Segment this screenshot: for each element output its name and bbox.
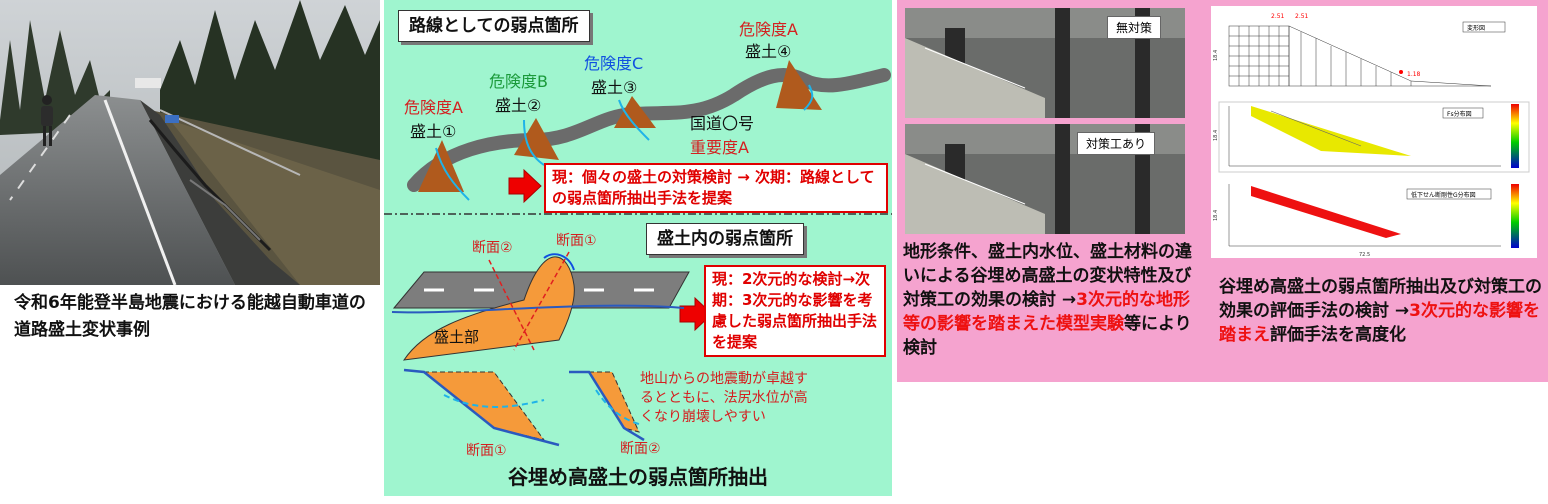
analysis-text-plain: 谷埋め高盛土の弱点箇所抽出及び対策工の効果の評価手法の検討 → [1219, 277, 1542, 321]
model-text-tail: 等により検討 [903, 314, 1192, 358]
analysis-figures: 2.51 2.51 1.18 18.4 変形図 18.4 Fs分布図 18.4 … [1211, 6, 1537, 258]
route-risk-3: 危険度C [584, 54, 644, 73]
route-proposal: 現：個々の盛土の対策検討 → 次期：路線としての弱点箇所抽出手法を提案 [544, 163, 888, 213]
lower-section-2-label: 断面② [620, 441, 661, 457]
road-name: 国道〇号 [690, 114, 755, 133]
analysis-description: 谷埋め高盛土の弱点箇所抽出及び対策工の効果の評価手法の検討 →3次元的な影響を踏… [1219, 275, 1543, 347]
model-description: 地形条件、盛土内水位、盛土材料の違いによる谷埋め高盛土の変状特性及び対策工の効果… [903, 240, 1203, 360]
section-2-shape [588, 371, 640, 433]
tick-18-4-b: 18.4 [1213, 130, 1219, 141]
route-embankment-2: 盛土② [495, 96, 542, 115]
tick-1-18: 1.18 [1407, 71, 1421, 78]
embankment-2-shape [514, 118, 559, 160]
route-embankment-1: 盛土① [410, 122, 457, 141]
road-damage-illustration [0, 0, 380, 285]
analysis-text-highlight: 3次元的な影響を踏まえ [1219, 301, 1541, 345]
fill-part-label: 盛土部 [434, 328, 480, 346]
model-text-highlight: 3次元的な地形等の影響を踏まえた模型実験 [903, 290, 1191, 334]
embankment-4-shape [776, 60, 822, 110]
route-embankment-3: 盛土③ [591, 78, 638, 97]
embankment-1-shape [418, 140, 464, 192]
tick-2-51-b: 2.51 [1295, 13, 1309, 20]
analysis-title-1: 変形図 [1467, 24, 1485, 32]
analysis-title-3: 低下せん断剛性G分布図 [1411, 191, 1476, 199]
model-label-none: 無対策 [1107, 16, 1162, 39]
tick-18-4-a: 18.4 [1213, 50, 1219, 61]
embankment-title: 盛土内の弱点箇所 [646, 223, 804, 255]
analysis-title-2: Fs分布図 [1447, 110, 1472, 118]
photo-caption: 令和6年能登半島地震における能越自動車道の道路盛土変状事例 [14, 293, 366, 340]
section-1-label: 断面① [556, 233, 597, 249]
embankment-3-shape [614, 96, 656, 128]
route-road [407, 68, 891, 192]
lower-section-1-label: 断面① [466, 443, 507, 459]
model-text-plain: 地形条件、盛土内水位、盛土材料の違いによる谷埋め高盛土の変状特性及び対策工の効果… [903, 242, 1192, 310]
evaluation-panel: 無対策 対策工あり 地形条件、盛土内水位、盛土材料の違いによる谷埋め高盛土の変状… [897, 0, 1548, 382]
route-risk-4: 危険度A [739, 20, 798, 39]
proposal-arrow-1 [508, 168, 542, 204]
model-photo-none [905, 8, 1185, 118]
diagram-bottom-title: 谷埋め高盛土の弱点箇所抽出 [508, 465, 768, 489]
tick-2-51-a: 2.51 [1271, 13, 1285, 20]
proposal-arrow-2 [679, 296, 713, 332]
route-title: 路線としての弱点箇所 [398, 10, 590, 42]
importance-label: 重要度A [690, 138, 749, 157]
failure-note: 地山からの地震動が卓越するとともに、法尻水位が高くなり崩壊しやすい [640, 371, 808, 425]
analysis-text-tail: 評価手法を高度化 [1270, 325, 1406, 345]
diagram-panel: 路線としての弱点箇所 危険度A 盛土① 危険度B 盛土② 危険度C 盛土③ 危険… [384, 0, 892, 496]
photo-panel: 令和6年能登半島地震における能越自動車道の道路盛土変状事例 [0, 0, 380, 504]
tick-18-4-c: 18.4 [1213, 210, 1219, 221]
fill-body [402, 256, 575, 361]
model-label-with: 対策工あり [1077, 132, 1156, 155]
tick-72-5: 72.5 [1359, 252, 1370, 258]
route-embankment-4: 盛土④ [745, 42, 792, 61]
route-risk-1: 危険度A [404, 98, 463, 117]
route-risk-2: 危険度B [489, 72, 548, 91]
section-2-label: 断面② [472, 240, 513, 256]
earthquake-damage-photo [0, 0, 380, 285]
diagram-drawing [384, 60, 892, 447]
embankment-proposal: 現：2次元的な検討→次期：3次元的な影響を考慮した弱点箇所抽出手法を提案 [704, 265, 886, 357]
